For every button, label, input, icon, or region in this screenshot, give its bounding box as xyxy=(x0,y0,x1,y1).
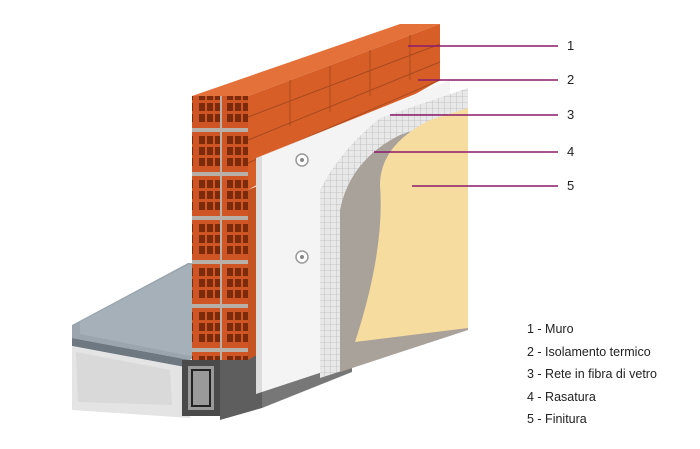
leader-lines xyxy=(374,45,558,187)
callout-number-4: 4 xyxy=(567,144,575,159)
legend-item-isolamento: 2 - Isolamento termico xyxy=(527,344,651,359)
legend-item-rasatura: 4 - Rasatura xyxy=(527,389,596,404)
callout-number-5: 5 xyxy=(567,178,575,193)
callout-number-1: 1 xyxy=(567,38,575,53)
callout-number-3: 3 xyxy=(567,107,575,122)
legend-item-muro: 1 - Muro xyxy=(527,322,574,336)
floor-slab-edge xyxy=(72,338,190,368)
concrete-base xyxy=(220,352,262,420)
legend: 1 - Muro 2 - Isolamento termico 3 - Rete… xyxy=(527,318,657,431)
legend-item-finitura: 5 - Finitura xyxy=(527,412,587,426)
finish-layer xyxy=(355,108,468,342)
brick-wall-top xyxy=(192,24,440,96)
insulation-panel-edge xyxy=(256,156,262,394)
legend-item-rete: 3 - Rete in fibra di vetro xyxy=(527,367,657,381)
beam-insulation xyxy=(76,352,172,405)
callout-number-2: 2 xyxy=(567,72,575,87)
